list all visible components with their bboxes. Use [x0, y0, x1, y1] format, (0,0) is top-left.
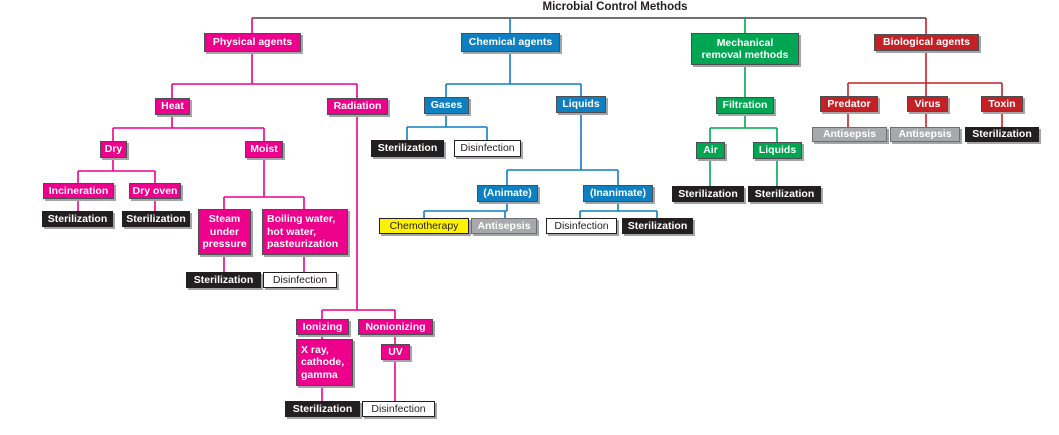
node-disinfection-uv: Disinfection	[362, 401, 435, 417]
node-xray-cathode-gamma: X ray, cathode, gamma	[296, 339, 353, 386]
node-antisepsis-animate: Antisepsis	[471, 218, 537, 234]
node-sterilization-steam: Sterilization	[186, 272, 261, 288]
node-dry-oven: Dry oven	[129, 183, 181, 199]
node-heat: Heat	[155, 98, 190, 115]
node-dry: Dry	[100, 141, 127, 158]
node-disinfection-boiling: Disinfection	[263, 272, 337, 288]
node-mechanical-removal-methods: Mechanical removal methods	[691, 33, 799, 65]
node-antisepsis-predator: Antisepsis	[812, 127, 887, 142]
node-animate: (Animate)	[477, 185, 538, 202]
node-liquids-mechanical: Liquids	[753, 142, 802, 159]
node-antisepsis-virus: Antisepsis	[890, 127, 960, 142]
node-sterilization-liquids-mechanical: Sterilization	[748, 186, 821, 202]
node-radiation: Radiation	[327, 98, 388, 115]
node-disinfection-inanimate: Disinfection	[546, 218, 617, 234]
node-sterilization-incineration: Sterilization	[42, 211, 113, 227]
node-incineration: Incineration	[43, 183, 114, 199]
node-toxin: Toxin	[981, 96, 1023, 112]
node-physical-agents: Physical agents	[204, 33, 301, 52]
node-sterilization-toxin: Sterilization	[965, 127, 1039, 142]
node-sterilization-dry-oven: Sterilization	[122, 211, 190, 227]
node-sterilization-gases: Sterilization	[371, 140, 444, 157]
node-air: Air	[696, 142, 725, 159]
node-virus: Virus	[907, 96, 948, 112]
node-chemotherapy: Chemotherapy	[379, 218, 469, 234]
node-biological-agents: Biological agents	[874, 34, 979, 51]
node-uv: UV	[381, 344, 410, 360]
node-sterilization-xray: Sterilization	[285, 401, 360, 417]
node-steam-under-pressure: Steam under pressure	[198, 209, 251, 255]
node-predator: Predator	[820, 96, 878, 112]
node-boiling-water-hot-water-pasteurization: Boiling water, hot water, pasteurization	[262, 209, 348, 255]
node-sterilization-air: Sterilization	[672, 186, 744, 202]
diagram-title: Microbial Control Methods	[542, 1, 688, 13]
node-nonionizing: Nonionizing	[358, 319, 433, 335]
node-gases: Gases	[424, 97, 469, 114]
node-inanimate: (Inanimate)	[583, 185, 653, 202]
node-chemical-agents: Chemical agents	[461, 33, 560, 52]
node-filtration: Filtration	[716, 97, 774, 114]
node-sterilization-inanimate: Sterilization	[622, 218, 693, 234]
node-ionizing: Ionizing	[296, 319, 349, 335]
node-moist: Moist	[245, 141, 283, 158]
node-liquids-chemical: Liquids	[556, 96, 606, 113]
node-disinfection-gases: Disinfection	[454, 140, 521, 157]
